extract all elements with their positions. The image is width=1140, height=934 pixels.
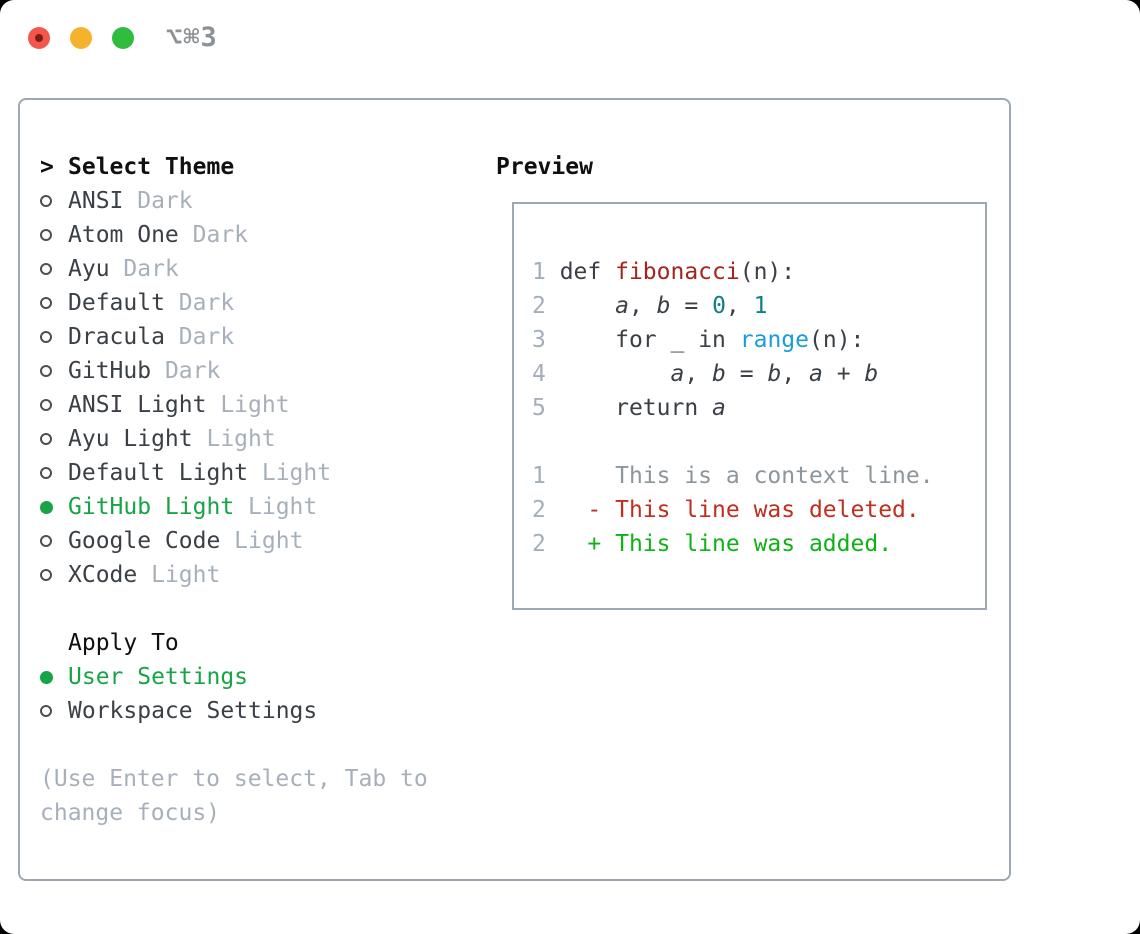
code-line: 4 a, b = b, a + b: [532, 361, 879, 387]
theme-name: ANSI Light: [68, 392, 207, 418]
preview-header: Preview: [496, 154, 593, 180]
theme-variant: Dark: [164, 290, 235, 316]
radio-icon: [40, 524, 68, 558]
apply-to-item[interactable]: User Settings: [40, 660, 428, 694]
window-title: ⌥⌘3: [166, 22, 218, 53]
radio-icon: [40, 184, 68, 218]
radio-icon: [40, 252, 68, 286]
apply-to-name: User Settings: [68, 664, 249, 690]
theme-variant: Dark: [151, 358, 221, 384]
traffic-lights: [28, 27, 134, 49]
theme-name: Ayu: [68, 256, 110, 282]
apply-to-name: Workspace Settings: [68, 698, 318, 724]
theme-variant: Dark: [123, 188, 193, 214]
radio-selected-icon: [40, 490, 68, 524]
theme-variant: Light: [220, 528, 304, 554]
preview-box: 1 def fibonacci(n): 2 a, b = 0, 1 3 for _ …: [512, 202, 987, 610]
theme-item[interactable]: Default Dark: [40, 286, 428, 320]
theme-item[interactable]: Google Code Light: [40, 524, 428, 558]
theme-name: Default: [68, 290, 165, 316]
code-line: 2 a, b = 0, 1: [532, 293, 768, 319]
radio-icon: [40, 218, 68, 252]
theme-variant: Light: [192, 426, 276, 452]
radio-icon: [40, 354, 68, 388]
code-line: 2 - This line was deleted.: [532, 497, 920, 523]
theme-item[interactable]: Ayu Dark: [40, 252, 428, 286]
radio-icon: [40, 320, 68, 354]
code-line: 1 def fibonacci(n):: [532, 259, 796, 285]
focus-caret-icon: >: [40, 154, 54, 180]
theme-item[interactable]: Default Light Light: [40, 456, 428, 490]
theme-list-header-row: > Select Theme: [40, 150, 428, 184]
theme-variant: Light: [248, 460, 332, 486]
radio-selected-icon: [40, 660, 68, 694]
theme-item[interactable]: Atom One Dark: [40, 218, 428, 252]
zoom-button[interactable]: [112, 27, 134, 49]
code-line: 2 + This line was added.: [532, 531, 893, 557]
theme-variant: Dark: [109, 256, 179, 282]
theme-item[interactable]: Ayu Light Light: [40, 422, 428, 456]
theme-name: ANSI: [68, 188, 124, 214]
theme-name: GitHub: [68, 358, 152, 384]
theme-name: Default Light: [68, 460, 249, 486]
apply-to-indent: [40, 626, 68, 660]
theme-name: Atom One: [68, 222, 179, 248]
theme-item[interactable]: ANSI Light Light: [40, 388, 428, 422]
spacer-row: [40, 592, 428, 626]
minimize-button[interactable]: [70, 27, 92, 49]
theme-name: XCode: [68, 562, 138, 588]
apply-to-header: Apply To: [68, 630, 179, 656]
help-text-line-1: (Use Enter to select, Tab to: [40, 766, 428, 792]
theme-variant: Dark: [178, 222, 249, 248]
theme-variant: Light: [234, 494, 318, 520]
radio-icon: [40, 422, 68, 456]
code-preview: 1 def fibonacci(n): 2 a, b = 0, 1 3 for _ …: [532, 255, 934, 561]
theme-name: Google Code: [68, 528, 221, 554]
title-bar: ⌥⌘3: [0, 0, 1140, 97]
theme-list-header: Select Theme: [68, 154, 235, 180]
close-button[interactable]: [28, 27, 50, 49]
theme-variant: Light: [137, 562, 221, 588]
theme-item[interactable]: GitHub Dark: [40, 354, 428, 388]
theme-item[interactable]: ANSI Dark: [40, 184, 428, 218]
theme-item[interactable]: Dracula Dark: [40, 320, 428, 354]
code-line: 5 return a: [532, 395, 726, 421]
radio-icon: [40, 694, 68, 728]
theme-name: Ayu Light: [68, 426, 193, 452]
radio-icon: [40, 456, 68, 490]
theme-name: GitHub Light: [68, 494, 235, 520]
spacer-row: [40, 728, 428, 762]
code-line: 1 This is a context line.: [532, 463, 934, 489]
theme-item[interactable]: XCode Light: [40, 558, 428, 592]
code-line: 3 for _ in range(n):: [532, 327, 865, 353]
theme-variant: Dark: [164, 324, 235, 350]
radio-icon: [40, 558, 68, 592]
radio-icon: [40, 286, 68, 320]
theme-name: Dracula: [68, 324, 165, 350]
help-text-line-2: change focus): [40, 800, 221, 826]
theme-variant: Light: [206, 392, 290, 418]
radio-icon: [40, 388, 68, 422]
apply-to-item[interactable]: Workspace Settings: [40, 694, 428, 728]
theme-item[interactable]: GitHub Light Light: [40, 490, 428, 524]
code-line: [532, 425, 934, 459]
apply-to-header-row: Apply To: [40, 626, 428, 660]
